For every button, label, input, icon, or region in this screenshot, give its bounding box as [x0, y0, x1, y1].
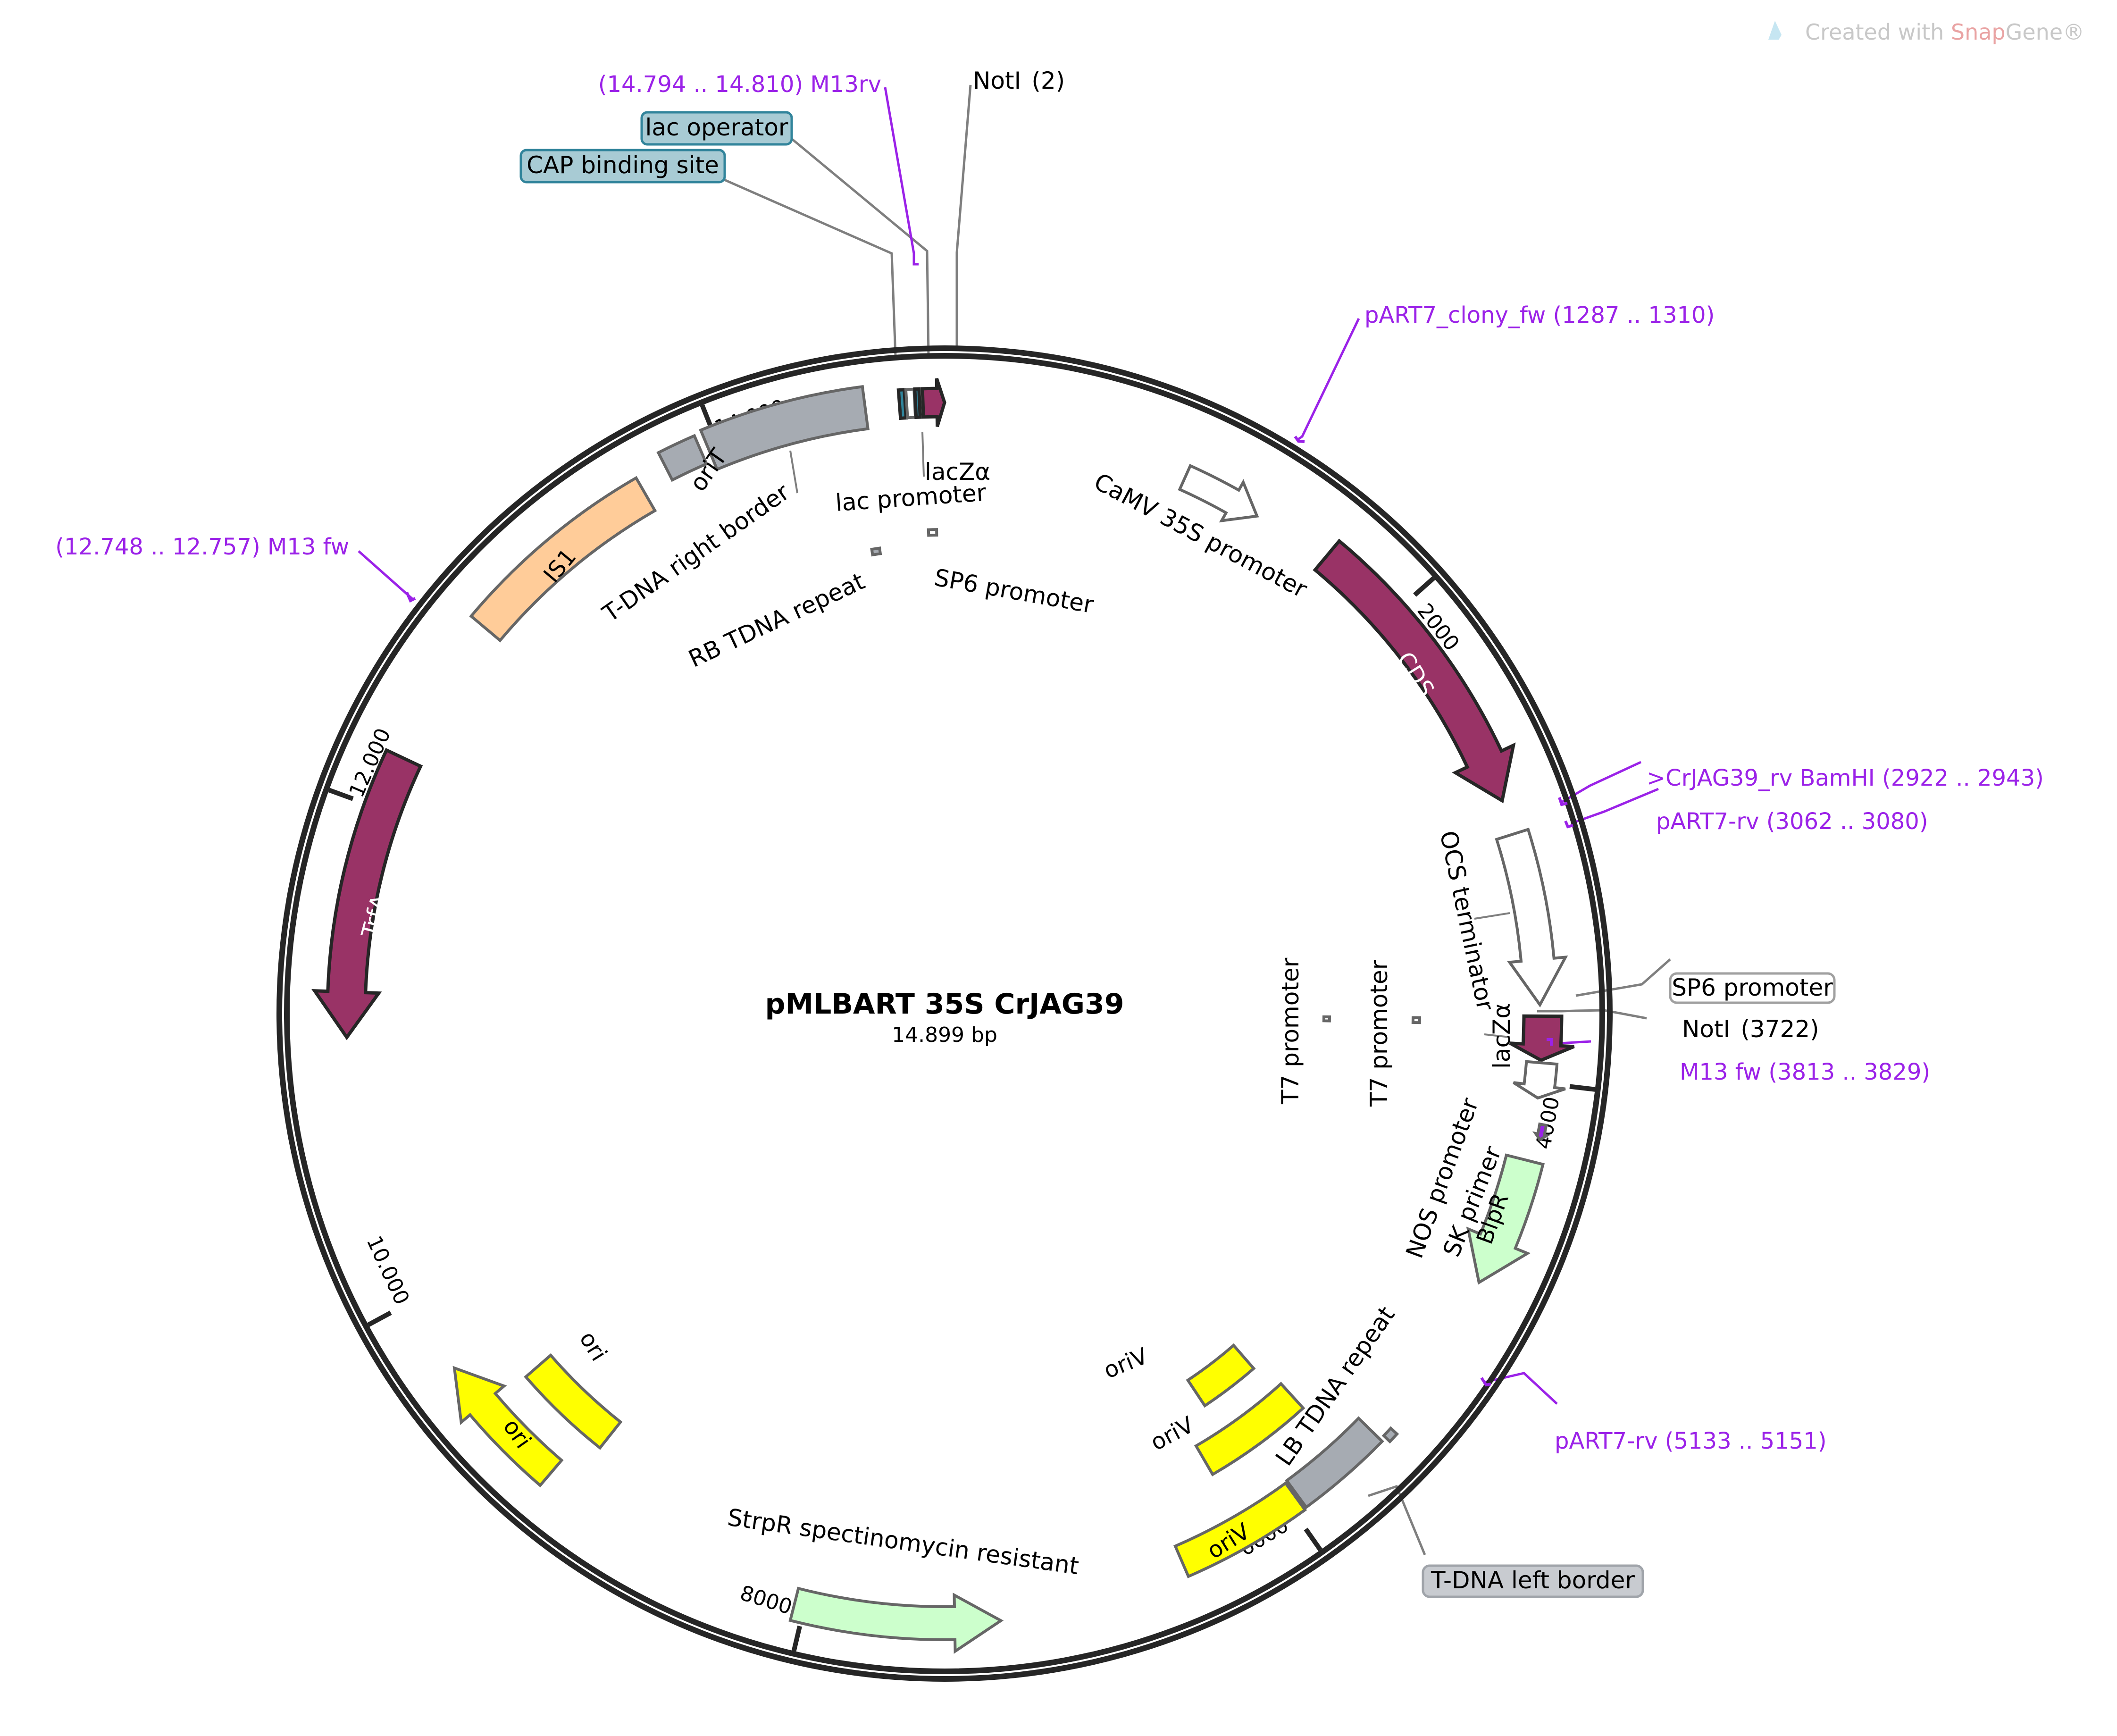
primer-label-crjag39-rv-bamhi: >CrJAG39_rv BamHI (2922 .. 2943): [1647, 765, 2044, 791]
primer-label-m13rv: (14.794 .. 14.810) M13rv: [598, 71, 881, 98]
primer-label-part7-clony-fw: pART7_clony_fw (1287 .. 1310): [1364, 302, 1715, 328]
primer-label-m13fw-3813: M13 fw (3813 .. 3829): [1680, 1059, 1930, 1085]
leader-lac-promoter: [921, 431, 925, 477]
watermark: Created with SnapGene®: [1768, 19, 2084, 45]
feature-camv-35s-promoter-0[interactable]: [1178, 464, 1259, 523]
feature-t-dna-left-border-8[interactable]: [1285, 1416, 1384, 1510]
site-label-noti-3722: NotI(3722): [1682, 1015, 1819, 1043]
feature-t7-promoter-25[interactable]: [1322, 1015, 1331, 1023]
leader-m13rv: [884, 87, 919, 266]
tick-10-000: [367, 1310, 392, 1327]
leader-m13fw-12748: [358, 550, 415, 602]
leader-part7-rv-3062: [1571, 788, 1659, 825]
feature-lb-tdna-repeat-7[interactable]: [1381, 1426, 1399, 1444]
label-lacza-top: lacZα: [925, 458, 990, 486]
feature-ori-14[interactable]: [524, 1353, 623, 1450]
leader-part7-clony-fw: [1297, 318, 1360, 441]
leader-nos-promoter: [1484, 1033, 1510, 1038]
feature-oriv-9[interactable]: [1173, 1481, 1307, 1578]
leader-noti-3722: [1537, 1009, 1647, 1020]
leader-tdna-right-border: [789, 450, 798, 494]
primer-marker-part7-rv-5133: [1480, 1377, 1491, 1387]
feature-cds-1[interactable]: [1313, 538, 1516, 804]
tick-label-4000: 4000: [1531, 1095, 1565, 1151]
label-lac-promoter: lac promoter: [835, 479, 987, 517]
leader-noti-2: [955, 84, 972, 348]
feature-trfa-15[interactable]: [311, 748, 423, 1040]
feature-lac-operator-22[interactable]: [913, 387, 922, 419]
backbone-outer-ring: [276, 345, 1613, 1682]
primer-markers: [405, 436, 1573, 1387]
feature-nos-promoter-4[interactable]: [1513, 1060, 1566, 1100]
primer-label-part7-rv-3062: pART7-rv (3062 .. 3080): [1656, 808, 1928, 835]
primer-marker-m13fw-12748: [405, 591, 416, 603]
leader-ocs-terminator: [1474, 912, 1510, 920]
plasmid-name: pMLBART 35S CrJAG39: [765, 988, 1124, 1021]
feature-t7-promoter-26[interactable]: [1411, 1016, 1421, 1024]
label-ori-inner: ori: [574, 1327, 612, 1366]
primer-marker-crjag39-rv: [1558, 797, 1568, 806]
leader-part7-rv-5133: [1482, 1372, 1558, 1405]
feature-lacz-3[interactable]: [1509, 1014, 1575, 1062]
snapgene-logo-icon: [1768, 21, 1782, 40]
boxed-label-tdna-left-border: T-DNA left border: [1422, 1564, 1644, 1598]
tick-label-10-000: 10.000: [361, 1232, 414, 1308]
backbone-inner-ring: [284, 353, 1605, 1674]
svg-text:T-DNA left border: T-DNA left border: [1431, 1567, 1635, 1594]
label-lacza-right: lacZα: [1488, 1003, 1515, 1069]
watermark-text: Created with SnapGene®: [1805, 19, 2084, 45]
svg-text:lac operator: lac operator: [645, 114, 788, 141]
primer-marker-part7-rv-3062: [1564, 820, 1573, 829]
primer-label-m13fw-12748: (12.748 .. 12.757) M13 fw: [55, 534, 349, 560]
label-oriv-inner: oriV: [1100, 1342, 1152, 1384]
primer-marker-m13fw-3813: [1547, 1038, 1553, 1046]
leader-lac-operator: [788, 136, 930, 357]
feature-oriv-10[interactable]: [1194, 1382, 1305, 1476]
label-t7-promoter-b: T7 promoter: [1365, 960, 1393, 1107]
feature-is1-16[interactable]: [469, 476, 657, 643]
feature-rb-tdna-repeat-19[interactable]: [870, 546, 882, 557]
svg-text:SP6 promoter: SP6 promoter: [1672, 974, 1833, 1001]
tick-4000: [1569, 1084, 1596, 1092]
label-t7-promoter-a: T7 promoter: [1277, 957, 1304, 1105]
feature-orit-17[interactable]: [656, 434, 709, 482]
label-ocs-terminator: OCS terminator: [1434, 828, 1499, 1013]
primer-marker-part7-clony-fw: [1294, 436, 1305, 443]
tick-12-000: [328, 788, 354, 801]
feature-sk-primer-5[interactable]: [1532, 1122, 1550, 1142]
feature-ocs-terminator-2[interactable]: [1495, 827, 1568, 1008]
tick-8000: [791, 1626, 802, 1652]
features: [311, 378, 1575, 1654]
label-rb-tdna-repeat: RB TDNA repeat: [685, 567, 869, 672]
svg-text:CAP binding site: CAP binding site: [527, 151, 719, 179]
feature-ori-13[interactable]: [452, 1366, 564, 1488]
tick-2000: [1413, 576, 1436, 597]
boxed-label-sp6-promoter: SP6 promoter: [1669, 972, 1836, 1004]
label-oriv-middle: oriV: [1146, 1411, 1198, 1456]
leader-tdna-left-border: [1368, 1484, 1426, 1555]
label-strpr: StrpR spectinomycin resistant: [726, 1503, 1080, 1580]
leader-sp6-right: [1575, 958, 1671, 997]
tick-6000: [1304, 1527, 1322, 1551]
leader-cap-binding-site: [722, 178, 897, 357]
boxed-label-lac-operator: lac operator: [640, 111, 793, 146]
feature-oriv-11[interactable]: [1186, 1343, 1256, 1408]
feature-sp6-promoter-24[interactable]: [927, 528, 938, 537]
plasmid-length: 14.899 bp: [892, 1023, 997, 1047]
feature-lacz-23[interactable]: [920, 378, 946, 428]
label-sp6-promoter-top: SP6 promoter: [932, 564, 1096, 619]
feature-t-dna-right-border-18[interactable]: [699, 385, 870, 471]
feature-cap-binding-site-20[interactable]: [896, 388, 908, 420]
feature-strpr-spectinomycin-resistant-12[interactable]: [788, 1586, 1004, 1654]
primer-label-part7-rv-5133: pART7-rv (5133 .. 5151): [1555, 1428, 1827, 1454]
tick-label-8000: 8000: [737, 1581, 795, 1619]
boxed-label-cap-binding-site: CAP binding site: [519, 149, 726, 184]
feature-blpr-6[interactable]: [1466, 1153, 1545, 1285]
site-label-noti-2: NotI(2): [973, 67, 1065, 94]
